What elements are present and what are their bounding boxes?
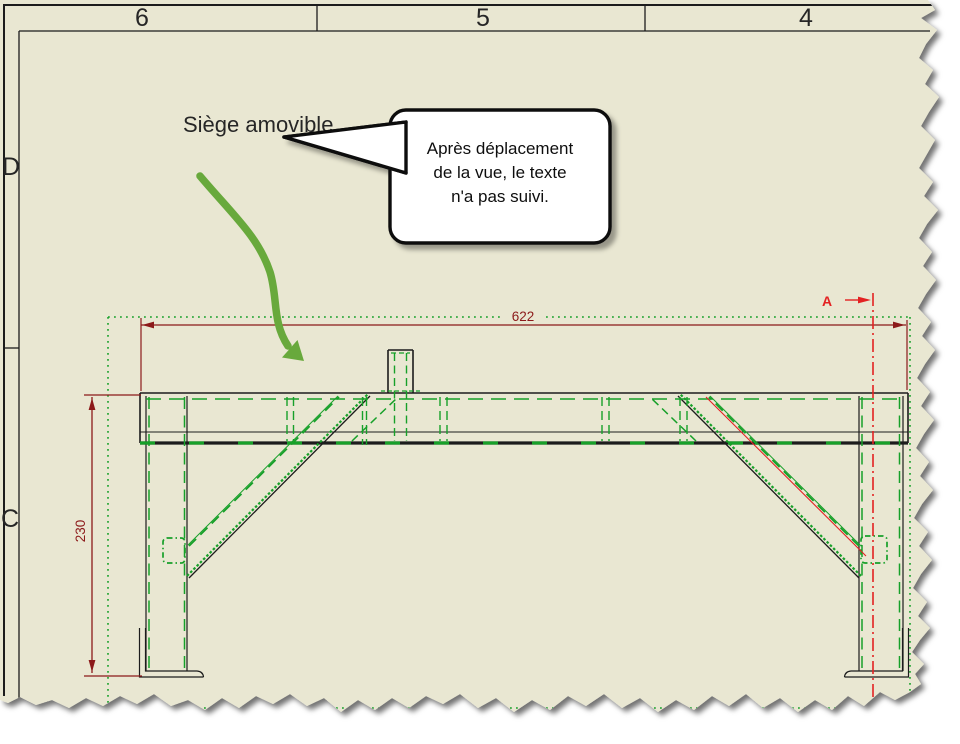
section-arrowhead bbox=[858, 296, 871, 304]
zone-row-label: C bbox=[1, 505, 19, 533]
left-brace bbox=[188, 395, 371, 579]
brace-sketch-line bbox=[705, 396, 867, 557]
right-foot bbox=[844, 628, 910, 678]
dim-arrowhead bbox=[893, 321, 905, 329]
right-brace bbox=[677, 395, 860, 579]
dimension-230[interactable]: 230 bbox=[73, 394, 142, 677]
post bbox=[387, 349, 414, 393]
green-curved-arrow-icon[interactable] bbox=[196, 172, 304, 361]
zone-column-label: 5 bbox=[476, 4, 490, 32]
dim-text-mask bbox=[504, 308, 542, 322]
callout-bubble[interactable] bbox=[388, 108, 612, 245]
callout[interactable]: Après déplacement de la vue, le texte n'… bbox=[282, 108, 612, 245]
zone-column-label: 4 bbox=[799, 4, 813, 32]
right-hole-detail bbox=[860, 535, 888, 564]
drawing-view[interactable] bbox=[107, 316, 911, 709]
sheet-border bbox=[3, 4, 932, 700]
dimension-622-value[interactable]: 622 bbox=[512, 309, 535, 324]
section-label[interactable]: A bbox=[822, 293, 832, 309]
zone-row-label: D bbox=[2, 153, 20, 181]
left-foot bbox=[138, 628, 204, 678]
zone-labels: 6 5 4 D C bbox=[1, 4, 813, 533]
dimension-622[interactable]: 622 bbox=[140, 308, 908, 391]
section-arrow-bottom-remnant bbox=[822, 709, 830, 712]
dim-arrowhead bbox=[88, 660, 96, 672]
arrowhead bbox=[282, 340, 304, 361]
callout-text-line: de la vue, le texte bbox=[433, 163, 566, 182]
callout-tail-cover bbox=[287, 123, 403, 172]
section-line-A[interactable]: A bbox=[822, 293, 874, 716]
beam-connector-hidden-lines bbox=[286, 397, 688, 445]
left-hole-detail bbox=[162, 537, 186, 564]
zone-column-label: 6 bbox=[135, 4, 149, 32]
dim-arrowhead bbox=[88, 398, 96, 410]
callout-text-line: Après déplacement bbox=[427, 139, 574, 158]
selection-highlight bbox=[140, 352, 906, 669]
dim-arrowhead bbox=[142, 321, 154, 329]
callout-text-line: n'a pas suivi. bbox=[451, 187, 549, 206]
dimension-230-value[interactable]: 230 bbox=[73, 520, 88, 543]
